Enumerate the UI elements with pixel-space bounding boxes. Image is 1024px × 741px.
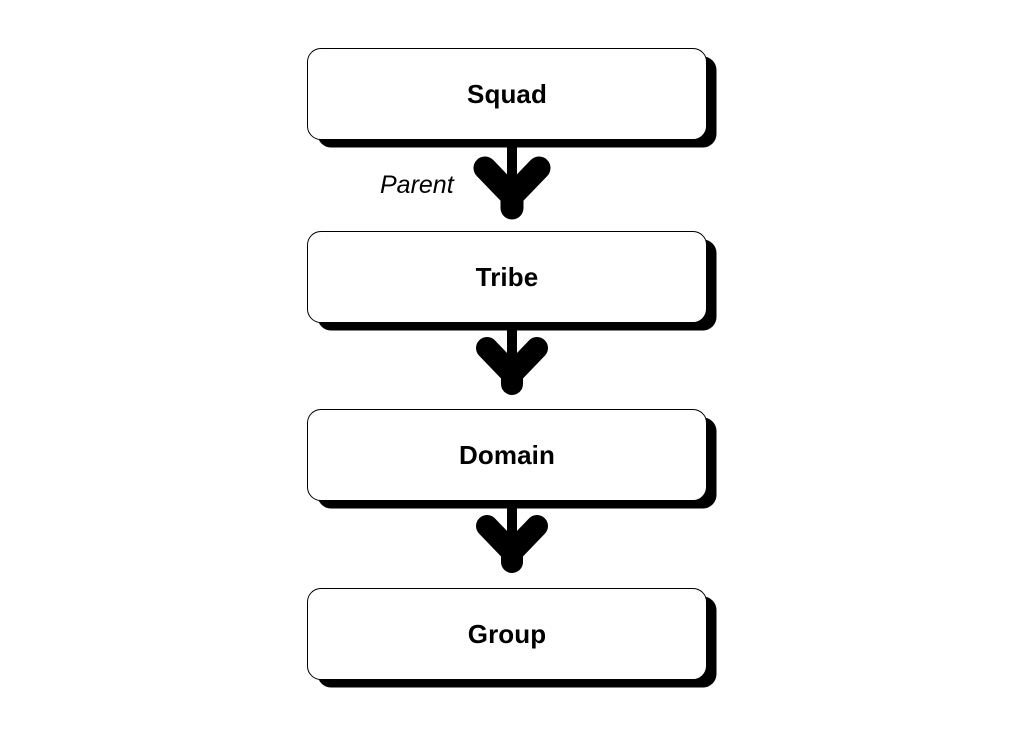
node-domain[interactable]: Domain [307,409,707,501]
node-group[interactable]: Group [307,588,707,680]
arrow-squad-to-tribe [473,145,551,220]
node-tribe[interactable]: Tribe [307,231,707,323]
node-label-tribe: Tribe [475,262,539,292]
arrow-domain-to-group [476,506,548,573]
node-label-group: Group [467,619,547,649]
node-label-domain: Domain [459,440,555,470]
node-squad[interactable]: Squad [307,48,707,140]
node-label-squad: Squad [467,79,547,109]
arrow-tribe-to-domain [476,328,548,395]
edge-label-parent: Parent [380,171,454,199]
